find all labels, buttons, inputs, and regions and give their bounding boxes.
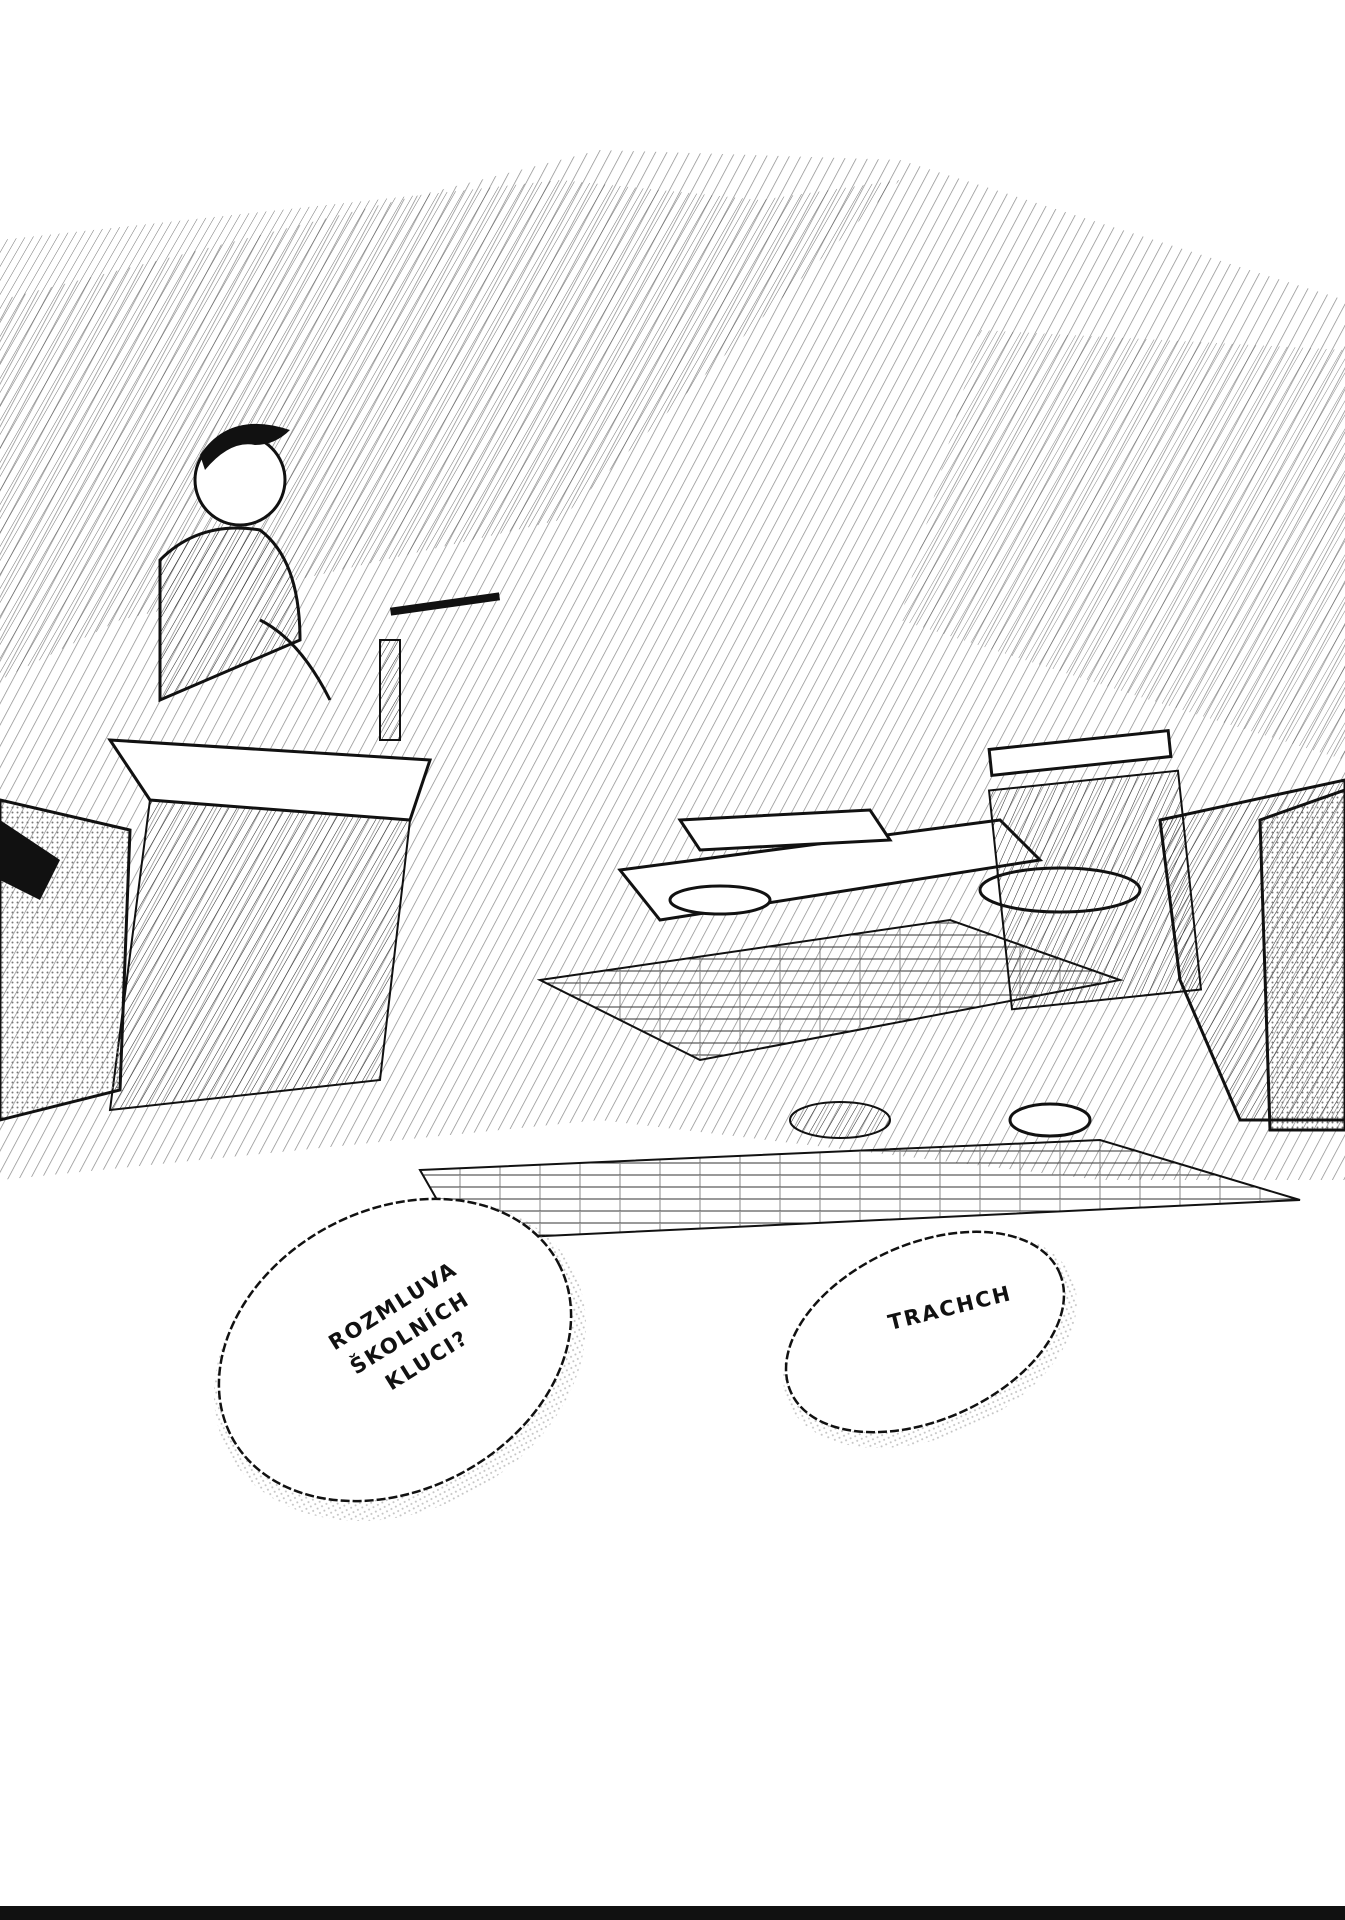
right-figures (789, 778, 1345, 1139)
speech-bubble-right (784, 1230, 1066, 1434)
center-stage (418, 729, 1301, 1242)
speech-bubble-left (217, 1197, 573, 1503)
page-bottom-border (0, 1906, 1345, 1920)
left-desk-scene (0, 423, 501, 1122)
speech-bubbles (213, 1197, 1077, 1522)
